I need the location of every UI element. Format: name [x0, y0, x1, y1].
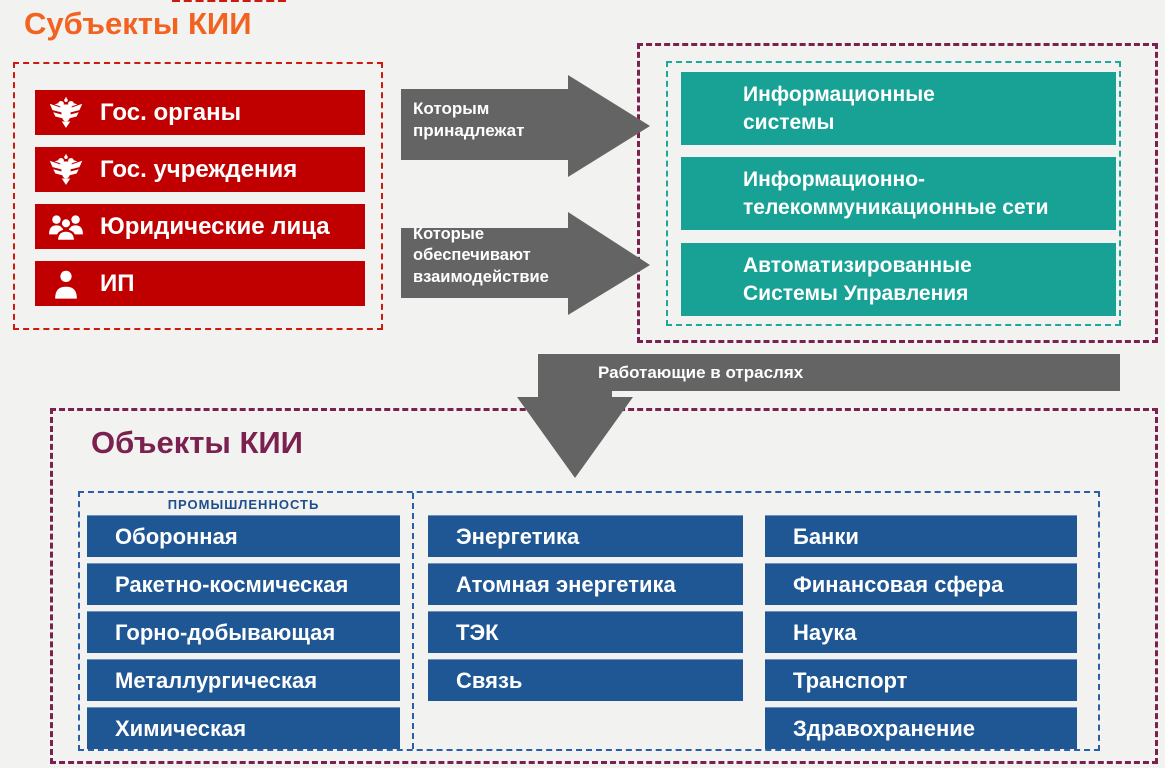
targets-inner-box: Информационные системы Информационно- те… [666, 61, 1121, 326]
industry-transport: Транспорт [765, 659, 1077, 701]
subject-legal-entities: Юридические лица [35, 204, 365, 249]
industry-mining: Горно-добывающая [87, 611, 400, 653]
industry-label: Наука [793, 619, 857, 645]
target-label: Информационные системы [743, 82, 935, 134]
belong-arrow-label: Которым принадлежат [413, 99, 525, 141]
industry-label: Транспорт [793, 667, 908, 693]
industry-energy: Энергетика [428, 515, 743, 557]
industry-rocket-space: Ракетно-космическая [87, 563, 400, 605]
subject-gov-institutions: Гос. учреждения [35, 147, 365, 192]
subject-label: Юридические лица [100, 212, 330, 240]
industry-communications: Связь [428, 659, 743, 701]
top-edge-dash-fragment [172, 0, 286, 4]
industry-label: ТЭК [456, 619, 499, 645]
industry-healthcare: Здравохранение [765, 707, 1077, 749]
subject-label: Гос. учреждения [100, 155, 298, 183]
target-label: Информационно- телекоммуникационные сети [743, 167, 1049, 219]
target-automated-control-systems: Автоматизированные Системы Управления [681, 243, 1116, 316]
person-icon [48, 269, 84, 299]
industries-bar-label: Работающие в отраслях [598, 362, 804, 382]
industry-chemical: Химическая [87, 707, 400, 749]
industry-label: Металлургическая [115, 667, 318, 693]
interact-arrow [401, 212, 650, 315]
down-arrow [517, 391, 633, 478]
subject-label: ИП [100, 269, 135, 297]
subjects-box: Гос. органы Гос. учреждения [13, 62, 383, 330]
subjects-title: Субъекты КИИ [24, 6, 252, 41]
industry-finance: Финансовая сфера [765, 563, 1077, 605]
industry-column-divider [412, 493, 414, 749]
subject-gov-bodies: Гос. органы [35, 90, 365, 135]
targets-box: Информационные системы Информационно- те… [637, 43, 1158, 343]
industry-group-label: ПРОМЫШЛЕННОСТЬ [167, 497, 320, 512]
belong-arrow [401, 75, 650, 177]
interact-arrow-label: Которые обеспечивают взаимодействие [413, 225, 549, 286]
industry-label: Энергетика [456, 523, 580, 549]
industry-label: Горно-добывающая [115, 619, 336, 645]
target-information-systems: Информационные системы [681, 72, 1116, 145]
users-group-icon [48, 213, 84, 241]
industry-label: Химическая [115, 715, 247, 741]
industry-label: Атомная энергетика [456, 571, 676, 597]
industry-science: Наука [765, 611, 1077, 653]
target-telecom-networks: Информационно- телекоммуникационные сети [681, 157, 1116, 230]
industry-label: Финансовая сфера [793, 571, 1004, 597]
russia-coat-of-arms-icon [48, 96, 84, 129]
target-label: Автоматизированные Системы Управления [743, 253, 972, 305]
industry-label: Банки [793, 523, 859, 549]
industry-label: Здравохранение [793, 715, 976, 741]
subject-label: Гос. органы [100, 98, 242, 126]
industry-label: Связь [456, 667, 523, 693]
industry-nuclear-energy: Атомная энергетика [428, 563, 743, 605]
industry-banks: Банки [765, 515, 1077, 557]
objects-box: Объекты КИИ ПРОМЫШЛЕННОСТЬ Оборонная Рак… [50, 408, 1158, 764]
industry-fuel-energy-complex: ТЭК [428, 611, 743, 653]
industries-bar: Работающие в отраслях [538, 354, 1120, 391]
industry-label: Ракетно-космическая [115, 571, 349, 597]
subject-individual-entrepreneur: ИП [35, 261, 365, 306]
industry-defense: Оборонная [87, 515, 400, 557]
industry-metallurgy: Металлургическая [87, 659, 400, 701]
objects-title: Объекты КИИ [91, 425, 303, 460]
industries-panel: ПРОМЫШЛЕННОСТЬ Оборонная Ракетно-космиче… [78, 491, 1100, 751]
russia-coat-of-arms-icon [48, 153, 84, 186]
industry-label: Оборонная [115, 523, 238, 549]
